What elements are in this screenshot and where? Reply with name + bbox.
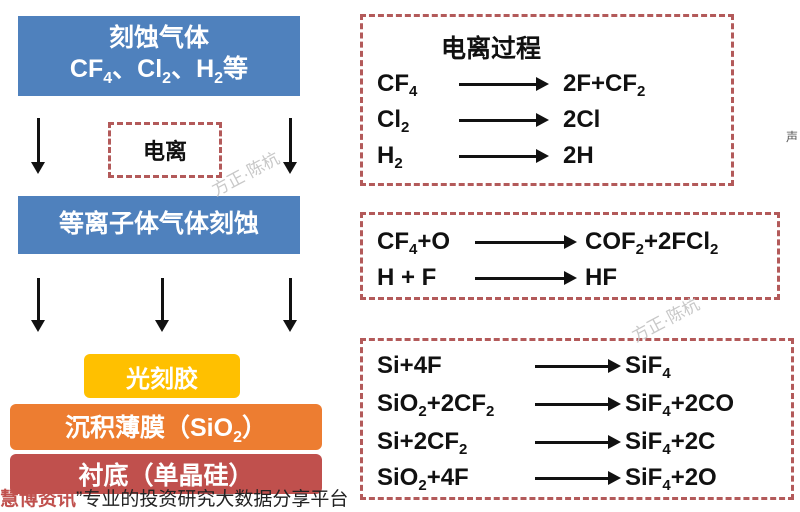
equation-rhs: COF2+2FCl2: [585, 228, 719, 258]
equation-rhs: SiF4+2O: [625, 464, 717, 494]
equation-lhs: CF4: [377, 70, 418, 100]
plasma-etch-box: 等离子体气体刻蚀: [18, 196, 300, 254]
edge-fragment: 声: [785, 130, 798, 144]
equation-row: Si+4F SiF4: [363, 349, 791, 383]
recombination-panel: CF4+O COF2+2FCl2 H + F HF: [360, 212, 780, 300]
photoresist-label: 光刻胶: [126, 365, 198, 393]
right-arrow-icon: [475, 271, 577, 285]
etch-gas-formula: CF4、Cl2、H2等: [69, 55, 249, 88]
equation-lhs: SiO2+2CF2: [377, 390, 495, 420]
equation-row: H2 2H: [363, 139, 731, 173]
right-arrow-icon: [475, 235, 577, 249]
right-arrow-icon: [459, 149, 549, 163]
equation-rhs: 2Cl: [563, 106, 601, 133]
footer-brand: 慧博资讯: [0, 489, 77, 510]
ionization-panel: 电离过程 CF4 2F+CF2 Cl2 2Cl H2 2H: [360, 14, 734, 186]
etching-reaction-panel: Si+4F SiF4 SiO2+2CF2 SiF4+2CO Si+2CF2 Si…: [360, 338, 794, 500]
right-arrow-icon: [535, 435, 621, 449]
equation-lhs: Si+4F: [377, 352, 442, 379]
down-arrow-icon: [283, 118, 297, 174]
ionization-title: 电离过程: [441, 35, 542, 63]
equation-row: Cl2 2Cl: [363, 103, 731, 137]
equation-row: SiO2+4F SiF4+2O: [363, 461, 791, 495]
equation-rhs: HF: [585, 264, 617, 291]
etch-gas-title: 刻蚀气体: [108, 23, 209, 52]
equation-lhs: CF4+O: [377, 228, 451, 258]
plasma-etch-label: 等离子体气体刻蚀: [58, 210, 259, 239]
down-arrow-icon: [31, 278, 45, 332]
etch-gas-box: 刻蚀气体 CF4、Cl2、H2等: [18, 16, 300, 96]
equation-lhs: Si+2CF2: [377, 428, 468, 458]
substrate-layer: 衬底（单晶硅）: [10, 454, 322, 494]
right-arrow-icon: [535, 471, 621, 485]
down-arrow-icon: [31, 118, 45, 174]
right-arrow-icon: [459, 77, 549, 91]
substrate-label: 衬底（单晶硅）: [78, 462, 254, 490]
equation-row: H + F HF: [363, 261, 777, 295]
equation-row: SiO2+2CF2 SiF4+2CO: [363, 387, 791, 421]
equation-lhs: H2: [377, 142, 403, 172]
equation-row: CF4 2F+CF2: [363, 67, 731, 101]
equation-rhs: 2H: [563, 142, 594, 169]
equation-lhs: SiO2+4F: [377, 464, 469, 494]
ionize-label-box: 电离: [108, 122, 222, 178]
equation-rhs: 2F+CF2: [563, 70, 646, 100]
down-arrow-icon: [155, 278, 169, 332]
equation-row: Si+2CF2 SiF4+2C: [363, 425, 791, 459]
photoresist-layer: 光刻胶: [84, 354, 240, 398]
down-arrow-icon: [283, 278, 297, 332]
right-arrow-icon: [535, 359, 621, 373]
equation-row: CF4+O COF2+2FCl2: [363, 225, 777, 259]
ionize-label: 电离: [142, 139, 187, 164]
right-arrow-icon: [459, 113, 549, 127]
footer-banner: 慧博资讯”专业的投资研究大数据分享平台: [0, 488, 348, 512]
footer-tagline: ”专业的投资研究大数据分享平台: [76, 489, 349, 510]
equation-rhs: SiF4+2C: [625, 428, 716, 458]
deposited-film-label: 沉积薄膜（SiO2）: [65, 413, 267, 446]
deposited-film-layer: 沉积薄膜（SiO2）: [10, 404, 322, 450]
equation-lhs: H + F: [377, 264, 437, 291]
right-arrow-icon: [535, 397, 621, 411]
equation-lhs: Cl2: [377, 106, 410, 136]
equation-rhs: SiF4+2CO: [625, 390, 735, 420]
equation-rhs: SiF4: [625, 352, 671, 382]
